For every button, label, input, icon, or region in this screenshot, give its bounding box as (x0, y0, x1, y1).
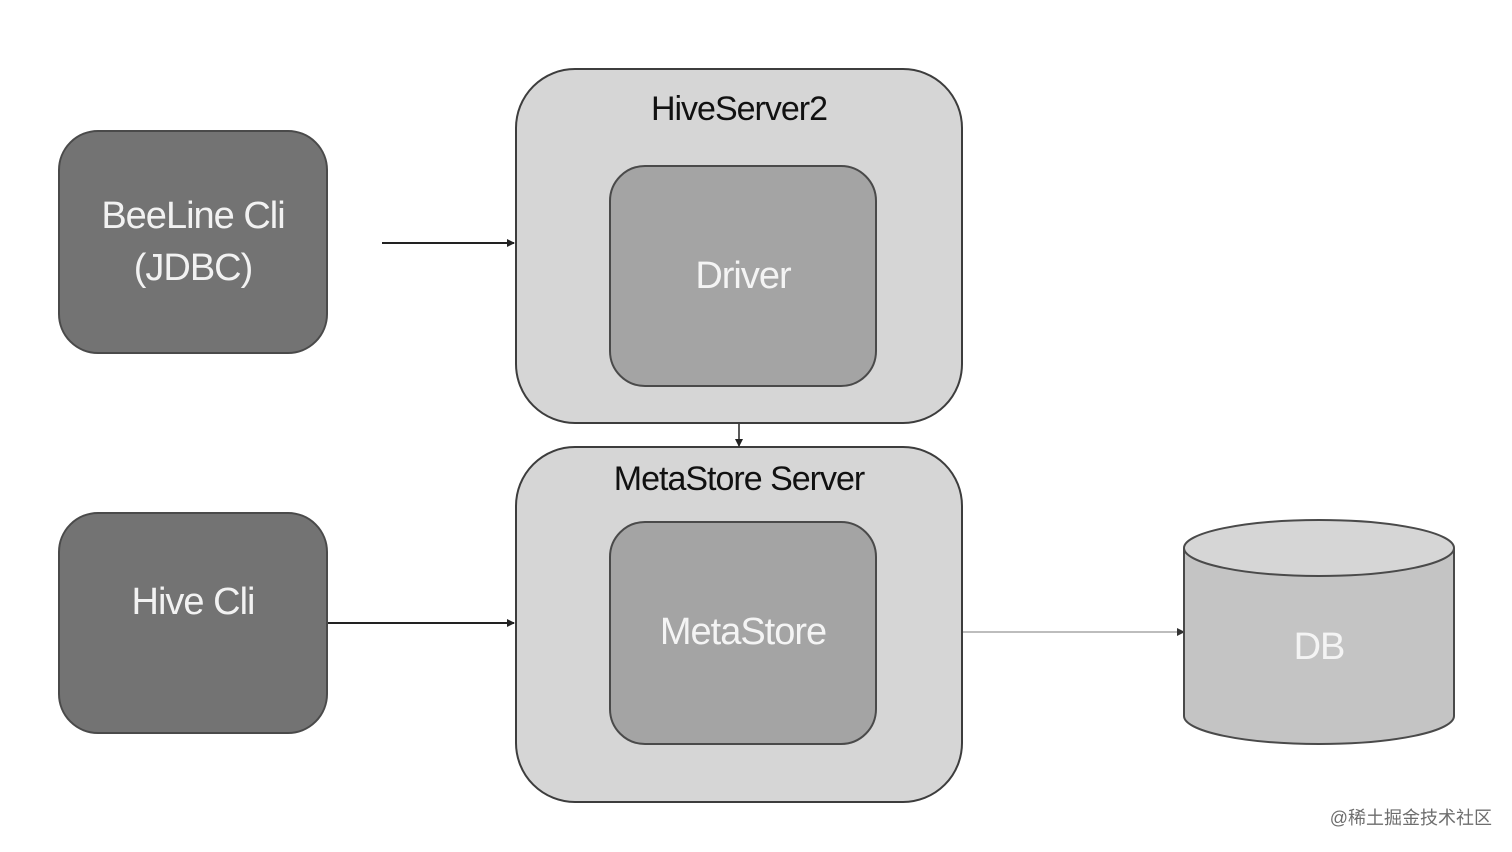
beeline-cli-node: BeeLine Cli (JDBC) (58, 130, 328, 354)
db-label: DB (1293, 626, 1346, 668)
metastore-label: MetaStore (659, 611, 827, 653)
driver-node: Driver (609, 165, 877, 387)
hive-cli-label: Hive Cli (131, 581, 256, 623)
beeline-cli-label: BeeLine Cli (101, 195, 285, 237)
metastore-server-title: MetaStore Server (613, 460, 865, 498)
metastore-node: MetaStore (609, 521, 877, 745)
beeline-jdbc-label: (JDBC) (133, 247, 254, 289)
hive-cli-node: Hive Cli (58, 512, 328, 734)
hiveserver2-title: HiveServer2 (650, 90, 828, 128)
driver-label: Driver (695, 254, 791, 297)
watermark-text: @稀土掘金技术社区 (1329, 808, 1492, 828)
